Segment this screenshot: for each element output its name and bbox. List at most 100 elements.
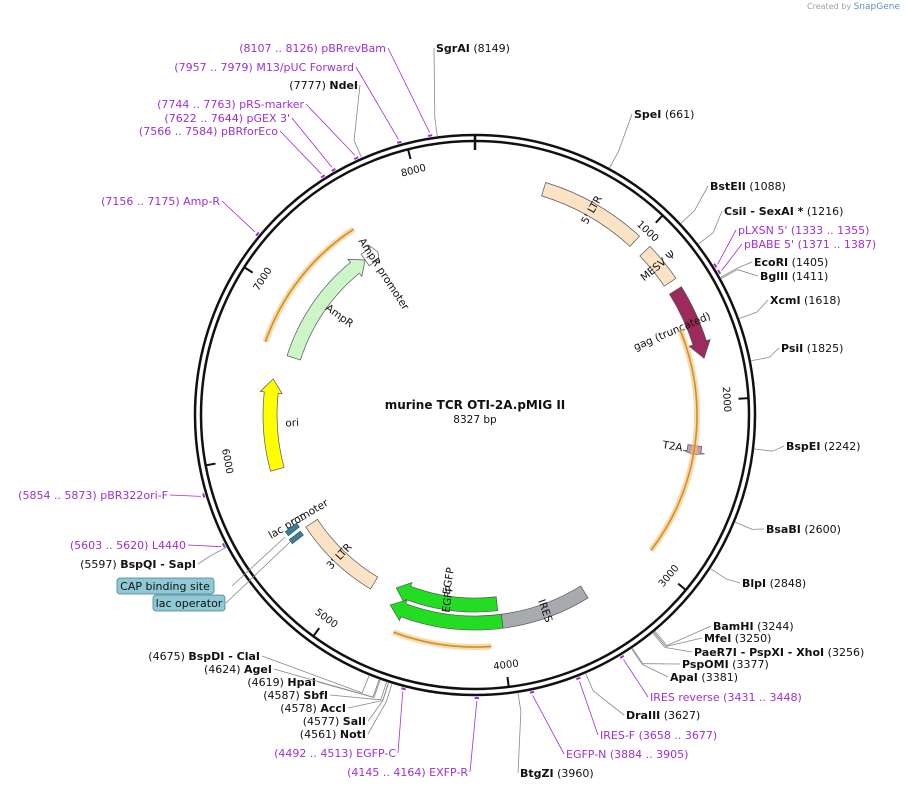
primer-label: (5603 .. 5620) L4440 xyxy=(70,539,186,552)
enzyme-label: (5597) BspQI - SapI xyxy=(80,558,196,571)
enzyme-label: BglII (1411) xyxy=(760,270,828,283)
primer-layer: (8107 .. 8126) pBRrevBam (7957 .. 7979) M… xyxy=(18,42,876,779)
enzyme-extra: - SexAI * xyxy=(746,205,803,218)
enzyme-pos: (1216) xyxy=(803,205,843,218)
enzyme-pos: (4619) xyxy=(247,676,287,689)
enzyme-pos: (4577) xyxy=(303,715,343,728)
enzyme-pos: (2242) xyxy=(820,440,860,453)
feature-ires: IRES xyxy=(500,585,589,629)
enzyme-pos: (4587) xyxy=(263,689,303,702)
enzyme-name: ApaI xyxy=(670,671,698,684)
enzyme-psii: PsiI (1825) xyxy=(750,342,843,362)
primer-pbrrevbam: (8107 .. 8126) pBRrevBam xyxy=(239,42,433,137)
primer-label: (7156 .. 7175) Amp-R xyxy=(101,195,220,208)
enzyme-name: BspDI xyxy=(188,650,224,663)
enzyme-bspqi: (5597) BspQI - SapI xyxy=(80,546,228,571)
primer-label: pBABE 5' (1371 .. 1387) xyxy=(744,238,876,251)
primer-name: M13/pUC Forward xyxy=(256,61,354,74)
tick-mark xyxy=(243,266,254,274)
primer-label: (7566 .. 7584) pBRforEco xyxy=(139,125,278,138)
primer-egfp-n: EGFP-N (3884 .. 3905) xyxy=(529,690,688,761)
enzyme-apai: ApaI (3381) xyxy=(631,648,738,684)
enzyme-pspomi: PspOMI (3377) xyxy=(631,647,769,671)
primer-name: pRS-marker xyxy=(239,98,304,111)
enzyme-mfei: MfeI (3250) xyxy=(653,631,771,647)
feature-egfp: EGFP xyxy=(389,585,504,631)
cap-binding-site-label: CAP binding site xyxy=(120,580,210,593)
enzyme-label: ApaI (3381) xyxy=(670,671,738,684)
enzyme-layer: SgrAI (8149)SpeI (661)BstEII (1088)CsiI … xyxy=(80,42,864,780)
enzyme-pos: (4624) xyxy=(204,663,244,676)
orf-arcs xyxy=(262,226,700,650)
enzyme-xcmi: XcmI (1618) xyxy=(738,294,841,320)
primer-name: pBRrevBam xyxy=(321,42,386,55)
primer-label: (7957 .. 7979) M13/pUC Forward xyxy=(174,61,354,74)
primer-label: (8107 .. 8126) pBRrevBam xyxy=(239,42,386,55)
feature-3-ltr: 3' LTR xyxy=(305,518,379,590)
primer-range: (3658 .. 3677) xyxy=(639,729,718,742)
enzyme-label: (4624) AgeI xyxy=(204,663,272,676)
primer-range: (7744 .. 7763) xyxy=(157,98,239,111)
orf-arc xyxy=(650,329,698,551)
tick-label: 4000 xyxy=(493,659,520,673)
enzyme-agei: (4624) AgeI xyxy=(204,663,380,698)
enzyme-label: XcmI (1618) xyxy=(770,294,841,307)
primer-range: (1371 .. 1387) xyxy=(798,238,877,251)
enzyme-extra: - PspXI - XhoI xyxy=(737,646,824,659)
primer-exfp-r: (4145 .. 4164) EXFP-R xyxy=(347,696,479,779)
feature-label: T2A xyxy=(661,439,685,454)
enzyme-label: (4577) SalI xyxy=(303,715,366,728)
enzyme-label: SpeI (661) xyxy=(634,108,694,121)
backbone-outer-ring xyxy=(193,133,757,697)
enzyme-name: EcoRI xyxy=(754,256,788,269)
enzyme-label: (4675) BspDI - ClaI xyxy=(148,650,260,663)
enzyme-label: MfeI (3250) xyxy=(704,632,771,645)
primer-name: Amp-R xyxy=(183,195,220,208)
orf-arc xyxy=(264,228,355,343)
enzyme-pos: (2600) xyxy=(801,523,841,536)
enzyme-pos: (1618) xyxy=(801,294,841,307)
enzyme-name: CsiI xyxy=(724,205,746,218)
tick-mark xyxy=(407,149,412,160)
primer-ires-f: IRES-F (3658 .. 3677) xyxy=(576,676,718,742)
feature-ori: ori xyxy=(259,378,299,472)
enzyme-label: (4578) AccI xyxy=(280,702,346,715)
tick-mark xyxy=(312,627,321,637)
enzyme-extra: - ClaI xyxy=(224,650,260,663)
feature-label: ori xyxy=(285,417,299,430)
primer-name: pLXSN 5' xyxy=(738,224,791,237)
enzyme-pos: (3250) xyxy=(731,632,771,645)
enzyme-pos: (3244) xyxy=(754,620,794,633)
primer-label: IRES reverse (3431 .. 3448) xyxy=(650,691,802,704)
enzyme-name: SalI xyxy=(343,715,366,728)
enzyme-name: NdeI xyxy=(329,79,358,92)
enzyme-name: PspOMI xyxy=(682,658,729,671)
enzyme-sgrai: SgrAI (8149) xyxy=(433,42,510,137)
feature-mesv: MESV Ψ xyxy=(638,245,678,287)
enzyme-name: BspEI xyxy=(786,440,820,453)
enzyme-label: EcoRI (1405) xyxy=(754,256,828,269)
primer-m13-puc-forward: (7957 .. 7979) M13/pUC Forward xyxy=(174,61,402,144)
enzyme-label: SgrAI (8149) xyxy=(436,42,510,55)
feature-label: EGFP xyxy=(441,567,457,596)
primer-range: (4492 .. 4513) xyxy=(274,747,356,760)
primer-label: (4492 .. 4513) EGFP-C xyxy=(274,747,396,760)
enzyme-name: PsiI xyxy=(781,342,803,355)
enzyme-acci: (4578) AccI xyxy=(280,682,389,715)
primer-ires-reverse: IRES reverse (3431 .. 3448) xyxy=(619,654,802,704)
primer-name: pBABE 5' xyxy=(744,238,798,251)
enzyme-name: DraIII xyxy=(626,709,660,722)
enzyme-pos: (5597) xyxy=(80,558,120,571)
snapgene-logo-text: SnapGene xyxy=(853,2,900,12)
orf-arc xyxy=(393,631,492,648)
tick-label: 3000 xyxy=(657,563,682,590)
feature-ampr: AmpR xyxy=(286,258,366,361)
enzyme-name: BsaBI xyxy=(766,523,801,536)
enzyme-pos: (2848) xyxy=(766,577,806,590)
enzyme-name: BspQI xyxy=(120,558,156,571)
primer-range: (5854 .. 5873) xyxy=(18,489,100,502)
enzyme-name: BlpI xyxy=(742,577,766,590)
enzyme-pos: (3960) xyxy=(554,767,594,780)
enzyme-pos: (1825) xyxy=(803,342,843,355)
enzyme-bsabi: BsaBI (2600) xyxy=(734,521,841,536)
